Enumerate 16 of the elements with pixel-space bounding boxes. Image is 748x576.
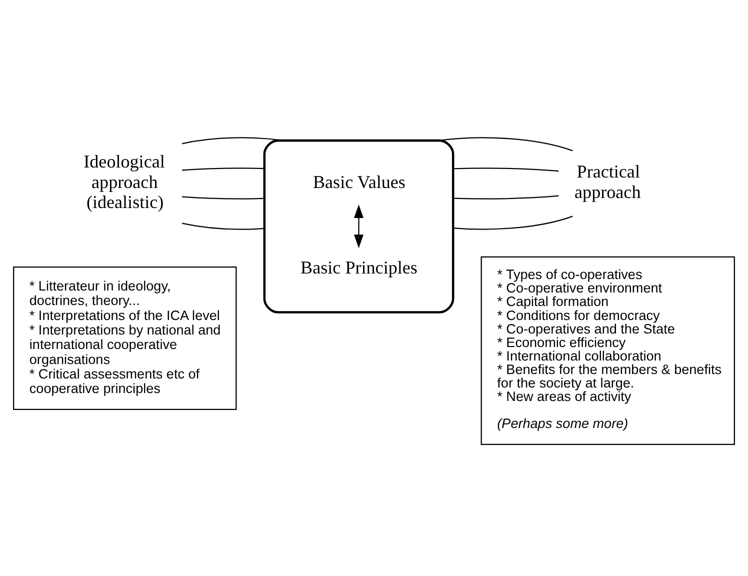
node-box: * Types of co-operatives * Co-operative environment * Capital formation * Conditions for democracy * Co-operatives and the State * Economic efficiency * International collaboration * Benefits for the members & benefits for the society at large. * New areas of activity (Perhaps some more) <box>480 256 735 446</box>
arrow <box>354 204 364 248</box>
node-box: * Litterateur in ideology, doctrines, theory... * Interpretations of the ICA level * Interpretations by national and international cooperative organisations * Critical assessments etc of cooperative principles <box>13 266 237 410</box>
connector <box>182 137 284 144</box>
connector <box>453 168 559 172</box>
connector <box>182 222 264 230</box>
node-text: Basic Principles <box>300 258 418 278</box>
connector <box>182 168 264 171</box>
connector <box>453 216 573 230</box>
node-text: Practical approach <box>574 162 641 202</box>
node-text: Ideological approach (idealistic) <box>84 151 165 212</box>
cluster <box>263 139 454 314</box>
connector <box>182 196 264 200</box>
connector <box>453 195 559 200</box>
node-text: Basic Values <box>312 172 406 192</box>
connector <box>438 137 573 152</box>
